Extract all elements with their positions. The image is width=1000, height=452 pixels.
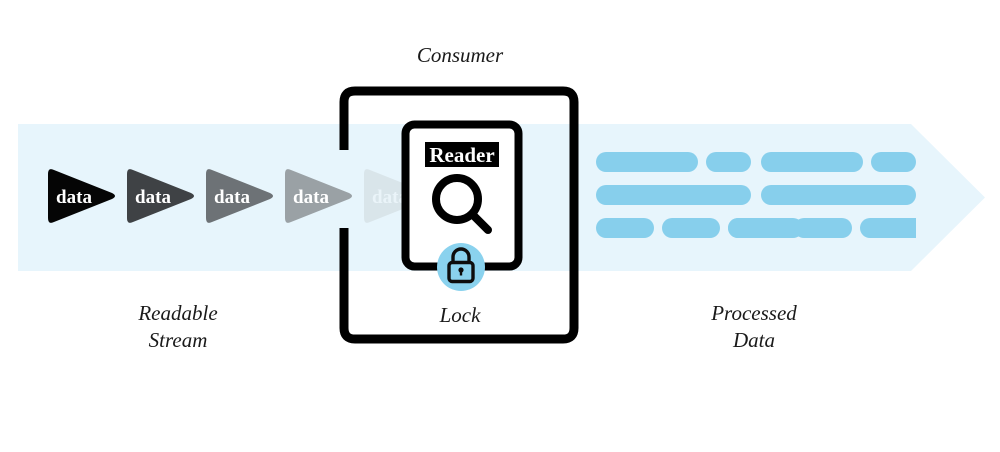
processed-data-label: Processed Data	[711, 301, 797, 352]
reader-label-text: Reader	[429, 143, 494, 167]
consumer-title-label: Consumer	[416, 43, 504, 67]
processed-bar-group-1	[596, 152, 803, 238]
data-chip-label: data	[214, 187, 250, 208]
data-chip-4: data	[285, 164, 355, 228]
lock-caption-label: Lock	[439, 303, 481, 327]
data-chip-label: data	[372, 187, 408, 208]
reader-card[interactable]: Reader	[401, 120, 523, 291]
processed-data-bars	[596, 152, 916, 244]
bar	[706, 152, 751, 172]
data-chip-label: data	[56, 187, 92, 208]
bar	[596, 185, 751, 205]
lock-icon	[447, 247, 475, 284]
triangle-shape	[127, 169, 194, 223]
magnifier-icon	[432, 174, 492, 234]
processed-bar-group-2	[728, 152, 916, 238]
data-chip-label: data	[293, 187, 329, 208]
consumer-box-outline	[339, 86, 579, 344]
bar	[761, 152, 863, 172]
triangle-shape	[48, 169, 115, 223]
bar	[662, 218, 720, 238]
bar	[761, 185, 916, 205]
triangle-shape	[364, 169, 431, 223]
bar	[728, 218, 786, 238]
data-chip-2: data	[127, 164, 197, 228]
data-chip-5: data	[364, 164, 434, 228]
data-chip-label: data	[135, 187, 171, 208]
triangle-shape	[285, 169, 352, 223]
reader-label-chip	[425, 142, 499, 167]
data-chip-1: data	[48, 164, 118, 228]
data-chip-3: data	[206, 164, 276, 228]
bar	[794, 218, 852, 238]
bar	[596, 152, 698, 172]
readable-stream-label: Readable Stream	[138, 301, 218, 352]
bar	[871, 152, 916, 172]
consumer-boundary-box	[336, 84, 582, 346]
bar	[596, 218, 654, 238]
triangle-shape	[206, 169, 273, 223]
lock-badge[interactable]	[437, 243, 485, 291]
bar	[860, 218, 916, 238]
